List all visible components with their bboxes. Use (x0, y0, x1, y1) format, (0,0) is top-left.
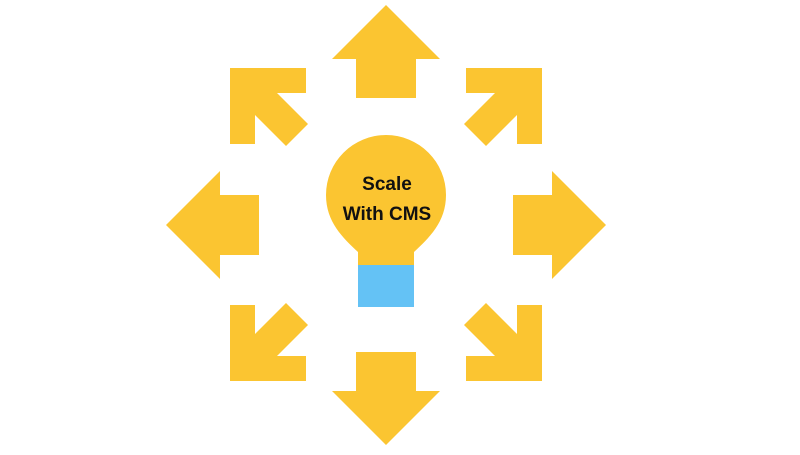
arrow-down-left-icon (230, 303, 308, 381)
arrow-down-icon (332, 352, 440, 445)
bulb-label: Scale With CMS (322, 170, 452, 230)
bulb-glass (326, 135, 446, 265)
arrow-up-icon (332, 5, 440, 98)
arrow-down-right-icon (464, 303, 542, 381)
arrow-left-icon (166, 171, 259, 279)
bulb-label-line-2: With CMS (342, 204, 432, 225)
bulb-base (358, 265, 414, 307)
arrow-up-left-icon (230, 68, 308, 146)
bulb-label-line-1: Scale (362, 174, 412, 195)
arrow-right-icon (513, 171, 606, 279)
lightbulb-icon (326, 135, 446, 307)
arrow-up-right-icon (464, 68, 542, 146)
